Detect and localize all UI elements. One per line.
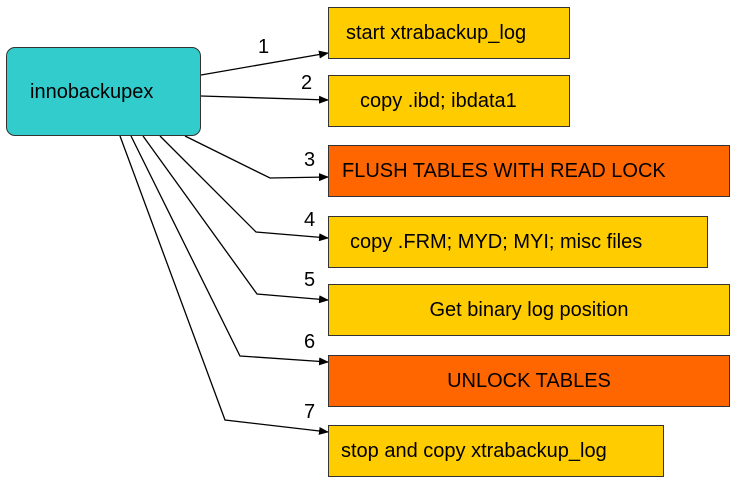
connector-step-2 xyxy=(200,95,329,104)
step-box-7: stop and copy xtrabackup_log xyxy=(328,425,664,477)
step-number-7: 7 xyxy=(304,401,316,423)
connector-step-4 xyxy=(159,135,329,242)
connector-step-3 xyxy=(184,135,329,182)
step-label-2: copy .ibd; ibdata1 xyxy=(360,90,517,112)
step-box-2: copy .ibd; ibdata1 xyxy=(328,75,570,127)
step-label-1: start xtrabackup_log xyxy=(346,22,527,44)
connector-step-6 xyxy=(130,135,329,366)
step-number-4: 4 xyxy=(304,209,316,231)
step-box-6: UNLOCK TABLES xyxy=(328,355,730,407)
step-box-1: start xtrabackup_log xyxy=(328,7,570,59)
source-node-label: innobackupex xyxy=(30,80,154,103)
connector-step-7 xyxy=(119,135,329,435)
source-node-innobackupex: innobackupex xyxy=(6,47,201,136)
step-box-3: FLUSH TABLES WITH READ LOCK xyxy=(328,145,730,197)
step-label-6: UNLOCK TABLES xyxy=(447,370,611,392)
step-number-2: 2 xyxy=(301,72,313,94)
step-label-3: FLUSH TABLES WITH READ LOCK xyxy=(342,160,666,182)
step-label-5: Get binary log position xyxy=(429,299,629,321)
step-label-4: copy .FRM; MYD; MYI; misc files xyxy=(350,231,643,253)
step-box-5: Get binary log position xyxy=(328,284,730,336)
step-number-3: 3 xyxy=(304,149,316,171)
step-box-4: copy .FRM; MYD; MYI; misc files xyxy=(328,216,708,268)
step-number-1: 1 xyxy=(258,36,270,58)
connector-step-1 xyxy=(200,50,329,76)
step-label-7: stop and copy xtrabackup_log xyxy=(341,440,607,462)
connector-step-5 xyxy=(142,135,329,304)
step-number-5: 5 xyxy=(304,269,316,291)
step-number-6: 6 xyxy=(304,331,316,353)
